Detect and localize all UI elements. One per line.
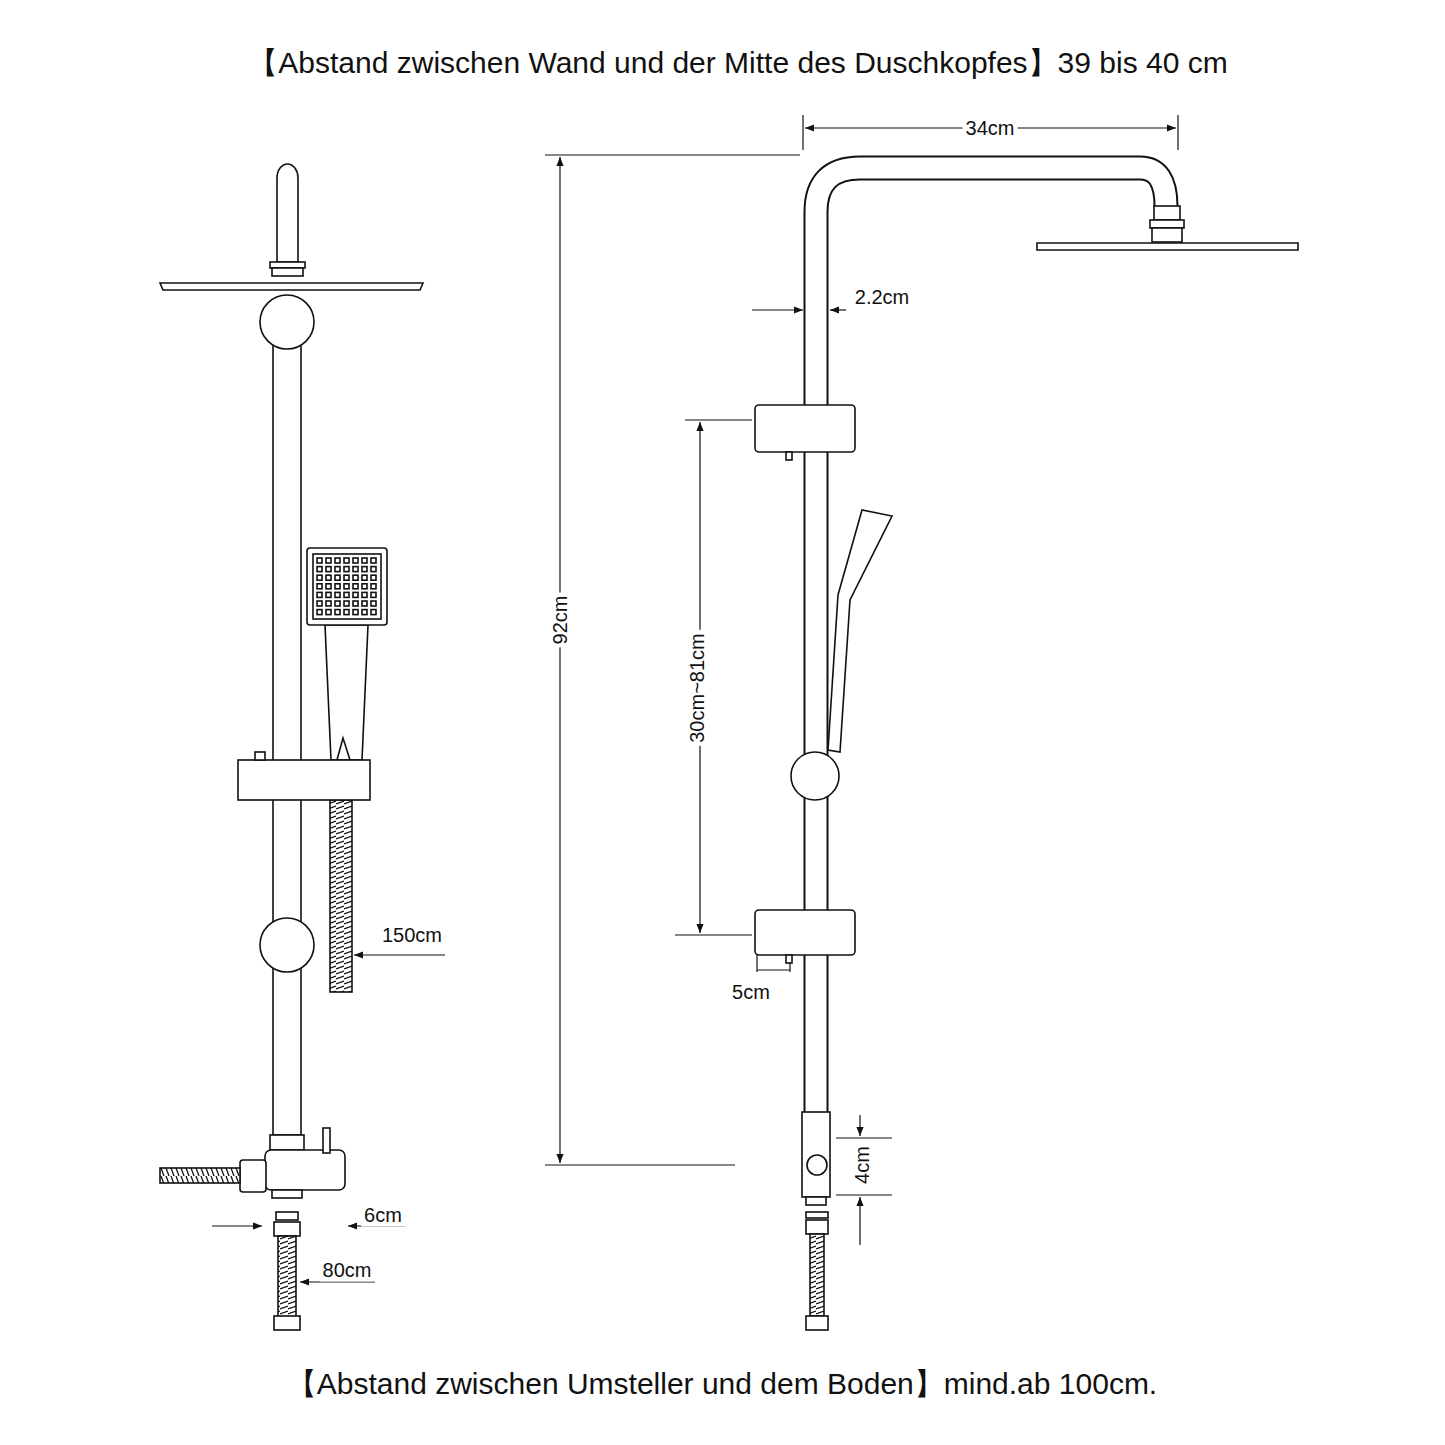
nozzle [353,584,358,589]
nozzle [326,575,331,580]
nozzle [344,610,349,615]
nozzle [335,610,340,615]
dimension-label: 2.2cm [852,286,912,309]
nozzle [326,558,331,563]
nozzle [344,584,349,589]
nozzle [371,567,376,572]
nozzle [335,584,340,589]
nozzle [353,601,358,606]
nozzle [335,558,340,563]
nozzle [317,575,322,580]
nozzle [371,592,376,597]
nozzle [344,558,349,563]
dimension-label: 92cm [549,593,572,648]
nozzle [371,601,376,606]
nozzle [344,592,349,597]
nozzle [335,592,340,597]
nozzle [353,610,358,615]
dimension-label: 4cm [851,1143,874,1187]
nozzle [344,575,349,580]
nozzle [317,601,322,606]
nozzle [335,567,340,572]
nozzle [371,558,376,563]
nozzle [362,610,367,615]
nozzle [326,584,331,589]
nozzle [326,610,331,615]
heading-note: 【Abstand zwischen Wand und der Mitte des… [245,46,1230,81]
nozzle [344,567,349,572]
nozzle [326,601,331,606]
dimension-label: 80cm [320,1259,375,1282]
nozzle [326,592,331,597]
caption-note: 【Abstand zwischen Umsteller und dem Bode… [284,1367,1160,1402]
nozzle [317,610,322,615]
dimension-label: 34cm [963,117,1018,140]
nozzle [353,592,358,597]
nozzle [344,601,349,606]
nozzle [317,567,322,572]
nozzle [362,558,367,563]
nozzle [353,575,358,580]
nozzle [317,592,322,597]
nozzle [362,567,367,572]
nozzle [362,592,367,597]
nozzle [317,584,322,589]
nozzle [371,584,376,589]
nozzle [335,601,340,606]
dimension-label: 5cm [729,981,773,1004]
nozzle [362,601,367,606]
nozzle [362,584,367,589]
nozzle [371,575,376,580]
dimension-label: 150cm [379,924,445,947]
nozzle [317,558,322,563]
nozzle [326,567,331,572]
nozzle [353,558,358,563]
dimension-label: 6cm [361,1204,405,1227]
nozzle [371,610,376,615]
nozzle [335,575,340,580]
dimension-label: 30cm~81cm [686,630,709,746]
nozzle [353,567,358,572]
nozzle [362,575,367,580]
